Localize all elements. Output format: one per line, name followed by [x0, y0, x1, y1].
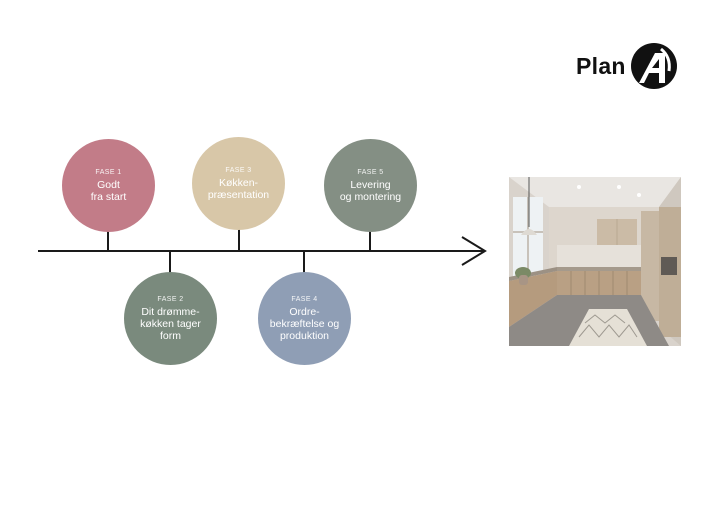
phase-5-title: Levering og montering [339, 178, 402, 203]
phase-2-title: Dit drømme- køkken tager form [140, 305, 201, 342]
phase-3-title: Køkken- præsentation [207, 176, 270, 201]
phase-4-kicker: FASE 4 [291, 295, 318, 303]
phase-1-kicker: FASE 1 [95, 168, 122, 176]
phase-5-circle: FASE 5 Levering og montering [324, 139, 417, 232]
kitchen-photo [509, 177, 681, 346]
timeline-arrowhead [461, 236, 487, 266]
phase-3-circle: FASE 3 Køkken- præsentation [192, 137, 285, 230]
plan-a-logo-icon [630, 43, 677, 89]
phase-4-circle: FASE 4 Ordre- bekræftelse og produktion [258, 272, 351, 365]
logo-text: Plan [576, 52, 626, 79]
phase-1-title: Godt fra start [90, 178, 127, 203]
brand-logo: Plan [576, 43, 677, 89]
phase-2-kicker: FASE 2 [157, 295, 184, 303]
phase-4-title: Ordre- bekræftelse og produktion [269, 305, 340, 342]
phase-3-kicker: FASE 3 [225, 166, 252, 174]
phase-5-kicker: FASE 5 [357, 168, 384, 176]
phase-1-circle: FASE 1 Godt fra start [62, 139, 155, 232]
phase-2-circle: FASE 2 Dit drømme- køkken tager form [124, 272, 217, 365]
